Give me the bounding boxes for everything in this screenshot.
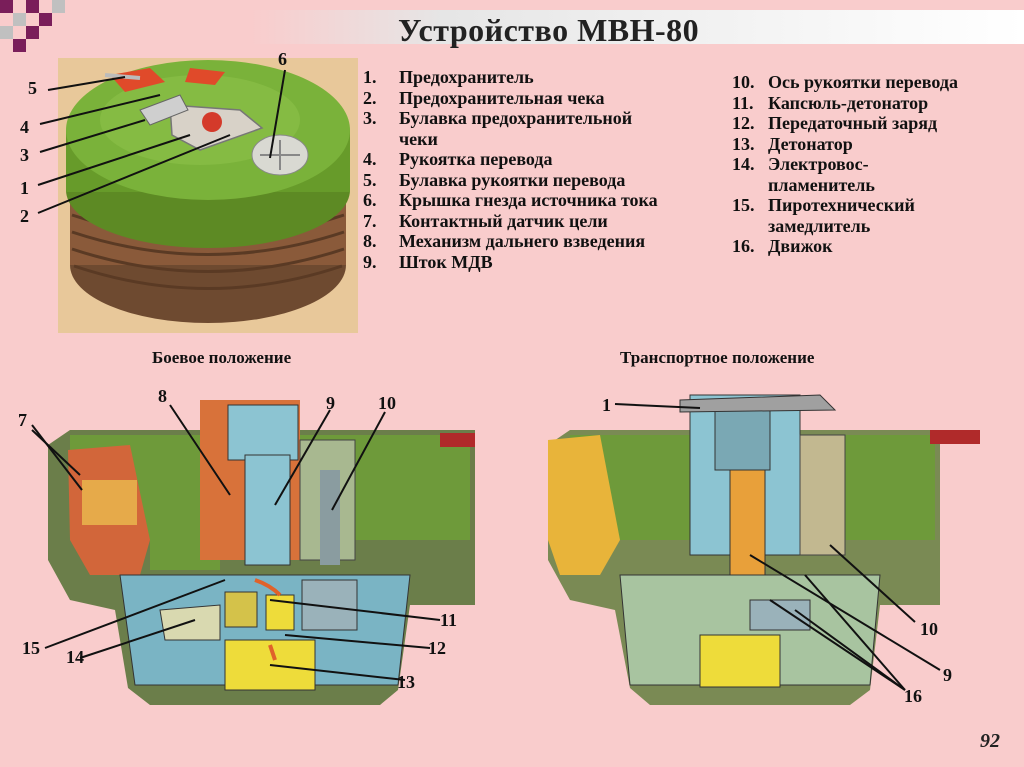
legend-item: 4.Рукоятка перевода bbox=[363, 149, 553, 169]
legend-item: 14.Электровос- bbox=[732, 154, 869, 174]
corner-decoration bbox=[39, 13, 52, 26]
legend-item: пламенитель bbox=[768, 174, 875, 195]
legend-right: 10.Ось рукоятки перевода 11.Капсюль-дето… bbox=[732, 72, 958, 257]
safety-device bbox=[110, 68, 165, 92]
corner-decoration bbox=[52, 0, 65, 13]
callout-label: 3 bbox=[20, 145, 29, 165]
page-title: Устройство МВН-80 bbox=[398, 12, 700, 48]
legend-item: 8.Механизм дальнего взведения bbox=[363, 231, 646, 251]
corner-decoration bbox=[26, 0, 39, 13]
callout-label: 8 bbox=[158, 386, 167, 406]
legend-item: 1.Предохранитель bbox=[363, 67, 534, 87]
callout-label: 2 bbox=[20, 206, 29, 226]
legend-item: 5.Булавка рукоятки перевода bbox=[363, 169, 626, 190]
callout-label: 11 bbox=[440, 610, 458, 630]
callout-label: 7 bbox=[18, 410, 27, 430]
corner-decoration bbox=[13, 13, 26, 26]
callout-label: 9 bbox=[326, 393, 335, 413]
corner-decoration bbox=[0, 0, 13, 13]
callout-label: 16 bbox=[904, 686, 922, 706]
legend-item: 16.Движок bbox=[732, 236, 833, 256]
legend-item: 12.Передаточный заряд bbox=[732, 113, 938, 133]
callout-label: 10 bbox=[920, 619, 938, 639]
legend-item: 6.Крышка гнезда источника тока bbox=[363, 190, 658, 210]
transport-section bbox=[548, 394, 980, 705]
callout-label: 12 bbox=[428, 638, 446, 658]
callout-label: 9 bbox=[943, 665, 952, 685]
legend-item: 15.Пиротехнический bbox=[732, 195, 915, 215]
legend-item: 7.Контактный датчик цели bbox=[363, 210, 608, 231]
callout-label: 6 bbox=[278, 49, 287, 69]
combat-section bbox=[48, 400, 475, 705]
legend-item: 10.Ось рукоятки перевода bbox=[732, 72, 958, 92]
callout-label: 5 bbox=[28, 78, 37, 98]
callout-label: 15 bbox=[22, 638, 40, 658]
callout-label: 14 bbox=[66, 647, 84, 667]
legend-item: чеки bbox=[399, 128, 438, 149]
corner-decoration bbox=[26, 26, 39, 39]
title-bar bbox=[250, 10, 1024, 44]
transport-leaders bbox=[614, 403, 941, 691]
legend-item: замедлитель bbox=[768, 215, 871, 236]
page-number: 92 bbox=[980, 730, 1000, 752]
callout-label: 13 bbox=[397, 672, 415, 692]
callout-label: 4 bbox=[20, 117, 29, 137]
caption-combat: Боевое положение bbox=[152, 348, 292, 367]
callout-label: 1 bbox=[20, 178, 29, 198]
callout-label: 10 bbox=[378, 393, 396, 413]
legend-item: 13.Детонатор bbox=[732, 133, 853, 154]
corner-decoration bbox=[0, 26, 13, 39]
legend-item: 3.Булавка предохранительной bbox=[363, 108, 633, 128]
legend-item: 9.Шток МДВ bbox=[363, 251, 493, 272]
top-leaders bbox=[37, 69, 286, 214]
caption-transport: Транспортное положение bbox=[620, 348, 815, 367]
combat-leaders bbox=[31, 404, 441, 681]
legend-item: 2.Предохранительная чека bbox=[363, 87, 605, 108]
corner-decoration bbox=[13, 39, 26, 52]
legend-item: 11.Капсюль-детонатор bbox=[732, 92, 929, 113]
legend-left: 1.Предохранитель 2.Предохранительная чек… bbox=[363, 67, 658, 272]
callout-label: 1 bbox=[602, 395, 611, 415]
